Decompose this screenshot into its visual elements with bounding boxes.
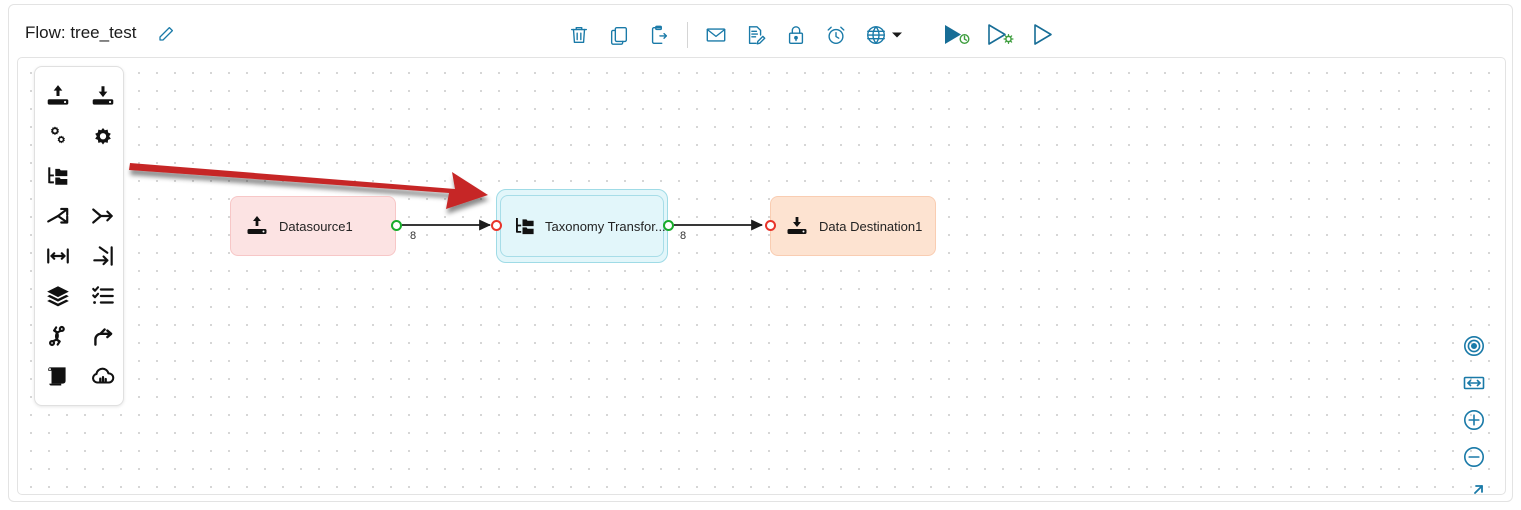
script-icon — [47, 367, 66, 386]
node-inner: Taxonomy Transfor... — [500, 195, 666, 257]
node-label: Datasource1 — [279, 218, 353, 234]
fullscreen-button[interactable] — [1462, 482, 1486, 494]
globe-button[interactable] — [856, 17, 896, 53]
play-outline-icon — [988, 24, 1014, 45]
canvas-controls — [1459, 334, 1489, 494]
edge-label-datasource: 8 — [410, 230, 417, 242]
envelope-icon — [706, 28, 726, 42]
split-arrows-icon — [46, 207, 68, 224]
port-in-destination[interactable] — [765, 220, 776, 231]
palette-item-layers[interactable] — [35, 277, 80, 315]
fit-center-button[interactable] — [1462, 334, 1486, 358]
toolbar — [559, 17, 904, 53]
mail-button[interactable] — [696, 17, 736, 53]
minus-circle-icon — [1464, 447, 1484, 467]
copy-icon — [610, 26, 628, 45]
palette-item-import[interactable] — [35, 77, 80, 115]
merge-arrows-icon — [91, 208, 113, 224]
gears-icon — [50, 126, 65, 144]
flow-node-destination[interactable]: Data Destination1 — [770, 196, 936, 256]
download-icon — [92, 86, 113, 105]
download-icon — [787, 217, 807, 234]
node-label: Data Destination1 — [819, 218, 923, 234]
zoom-in-button[interactable] — [1462, 408, 1486, 432]
plus-circle-icon — [1464, 410, 1484, 430]
port-out-datasource[interactable] — [391, 220, 402, 231]
document-edit-icon — [748, 26, 766, 45]
lock-icon — [788, 26, 804, 44]
page-title: Flow: tree_test — [25, 23, 137, 42]
header-bar: Flow: tree_test — [9, 5, 1512, 61]
node-palette — [34, 66, 124, 406]
pencil-edit-icon[interactable] — [157, 25, 175, 43]
globe-dropdown-caret[interactable] — [890, 17, 904, 53]
edge-layer — [129, 163, 764, 231]
globe-icon — [867, 26, 885, 44]
clipboard-export-icon — [651, 25, 668, 44]
palette-item-arrow-to-bar[interactable] — [80, 237, 125, 275]
paste-export-button[interactable] — [639, 17, 679, 53]
palette-item-cloud[interactable] — [80, 357, 125, 395]
lock-button[interactable] — [776, 17, 816, 53]
palette-item-range[interactable] — [35, 237, 80, 275]
schedule-button[interactable] — [816, 17, 856, 53]
flow-node-taxonomy[interactable]: Taxonomy Transfor... — [496, 189, 668, 263]
fit-width-icon — [1463, 376, 1485, 390]
flow-node-datasource[interactable]: Datasource1 — [230, 196, 396, 256]
flow-canvas[interactable]: Datasource1 8 Taxonomy Transfor... 8 — [17, 57, 1506, 495]
alarm-clock-icon — [827, 26, 845, 44]
palette-item-taxonomy[interactable] — [35, 157, 80, 195]
palette-item-script[interactable] — [35, 357, 80, 395]
palette-item-checklist[interactable] — [80, 277, 125, 315]
node-label: Taxonomy Transfor... — [545, 218, 666, 234]
tree-folder-icon — [47, 167, 67, 185]
palette-item-export[interactable] — [80, 77, 125, 115]
expand-diagonal-icon — [1474, 485, 1483, 494]
upload-icon — [47, 85, 68, 105]
palette-item-settings[interactable] — [80, 117, 125, 155]
cycle-arrows-icon — [48, 325, 65, 347]
edit-document-button[interactable] — [736, 17, 776, 53]
palette-item-merge[interactable] — [80, 197, 125, 235]
palette-item-blank — [80, 157, 125, 195]
tree-folder-icon — [516, 218, 534, 235]
run-config-button[interactable] — [978, 17, 1022, 53]
branch-arrow-icon — [93, 328, 112, 346]
palette-item-split[interactable] — [35, 197, 80, 235]
fit-width-button[interactable] — [1462, 371, 1486, 395]
delete-button[interactable] — [559, 17, 599, 53]
chevron-down-icon — [892, 32, 902, 38]
upload-icon — [247, 216, 267, 234]
palette-item-multi-settings[interactable] — [35, 117, 80, 155]
toolbar-divider — [687, 22, 688, 48]
palette-item-branch[interactable] — [80, 317, 125, 355]
run-plain-button[interactable] — [1022, 17, 1066, 53]
play-outline-plain-icon — [1034, 24, 1052, 45]
arrow-to-bar-icon — [92, 246, 113, 266]
zoom-out-button[interactable] — [1462, 445, 1486, 469]
layers-icon — [46, 286, 69, 307]
play-filled-icon — [945, 25, 970, 45]
gear-icon — [94, 127, 111, 145]
run-button[interactable] — [934, 17, 978, 53]
target-icon — [1464, 336, 1484, 356]
edge-label-taxonomy: 8 — [680, 230, 687, 242]
port-out-taxonomy[interactable] — [663, 220, 674, 231]
checklist-icon — [91, 286, 114, 304]
port-in-taxonomy[interactable] — [491, 220, 502, 231]
run-button-group — [934, 17, 1066, 53]
flow-editor-window: Flow: tree_test — [8, 4, 1513, 502]
width-arrows-icon — [46, 248, 69, 264]
palette-item-loop[interactable] — [35, 317, 80, 355]
trash-icon — [570, 26, 588, 44]
copy-button[interactable] — [599, 17, 639, 53]
cloud-data-icon — [91, 367, 114, 384]
